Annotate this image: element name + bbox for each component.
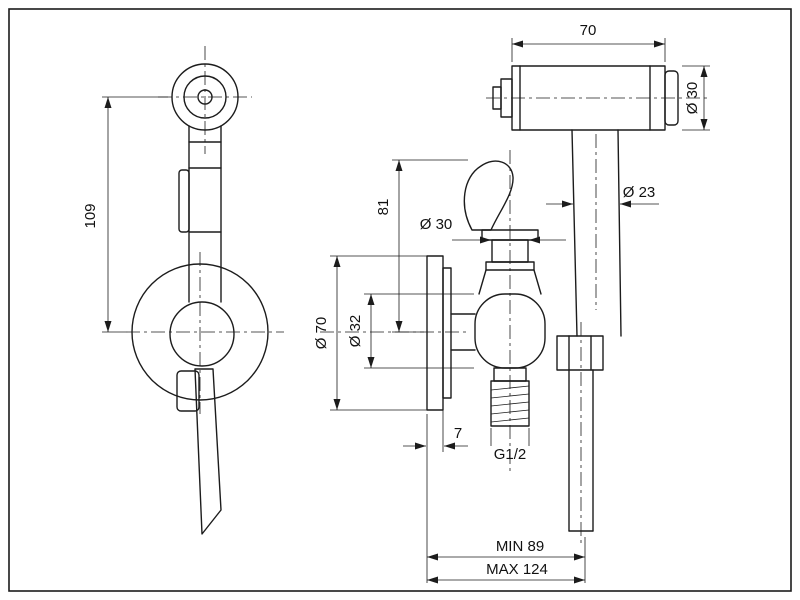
head-end-cap: [664, 70, 679, 126]
nozzle-tip: [492, 86, 502, 110]
holder-clip: [178, 169, 190, 233]
dim-flange-diameter: Ø 70: [313, 255, 427, 411]
dim-min-projection: MIN 89: [427, 537, 586, 583]
dim-body-diameter: Ø 32: [347, 293, 474, 369]
dim-stem-diameter: Ø 30: [420, 216, 566, 244]
dim-head-length: 70: [511, 22, 666, 62]
dim-flange-thickness: 7: [403, 400, 468, 583]
dim-overall-height-label: 109: [82, 203, 99, 228]
drawing-border: [8, 8, 792, 592]
threaded-outlet: [490, 380, 530, 427]
spray-head-face: [171, 63, 239, 131]
dim-valve-height-label: 81: [375, 199, 392, 216]
thread-callout: G1/2: [490, 428, 530, 463]
dim-valve-height: 81: [375, 159, 468, 333]
dim-body-diameter-label: Ø 32: [347, 315, 364, 348]
front-view: 109: [82, 46, 284, 535]
thread-size-label: G1/2: [494, 446, 527, 463]
dim-head-diameter-label: Ø 30: [684, 82, 701, 115]
spray-lever: [176, 368, 222, 535]
front-view-centerlines: [126, 46, 284, 414]
dim-overall-height: 109: [82, 96, 168, 333]
dim-max-projection-label: MAX 124: [486, 561, 548, 578]
dim-handle-diameter-label: Ø 23: [623, 184, 656, 201]
dim-handle-diameter: Ø 23: [546, 184, 659, 208]
dim-flange-thickness-label: 7: [454, 425, 462, 442]
side-view: 70 Ø 30 Ø 23 Ø 30 81: [313, 22, 710, 584]
dim-flange-diameter-label: Ø 70: [313, 317, 330, 350]
valve-body: [474, 229, 546, 382]
dim-head-diameter: Ø 30: [682, 65, 710, 131]
hose: [568, 369, 594, 532]
valve-lever: [463, 160, 514, 231]
side-view-centerlines: [320, 97, 708, 546]
dim-max-projection: MAX 124: [427, 561, 585, 584]
wall-flange: [426, 255, 476, 411]
wall-bracket: [131, 263, 269, 401]
dim-min-projection-label: MIN 89: [496, 538, 544, 555]
dim-head-length-label: 70: [580, 22, 597, 39]
hose-nut: [556, 335, 604, 371]
shower-body: [178, 125, 222, 303]
shower-head-side: [492, 65, 679, 131]
shower-handle: [571, 129, 622, 337]
dim-stem-diameter-label: Ø 30: [420, 216, 453, 233]
